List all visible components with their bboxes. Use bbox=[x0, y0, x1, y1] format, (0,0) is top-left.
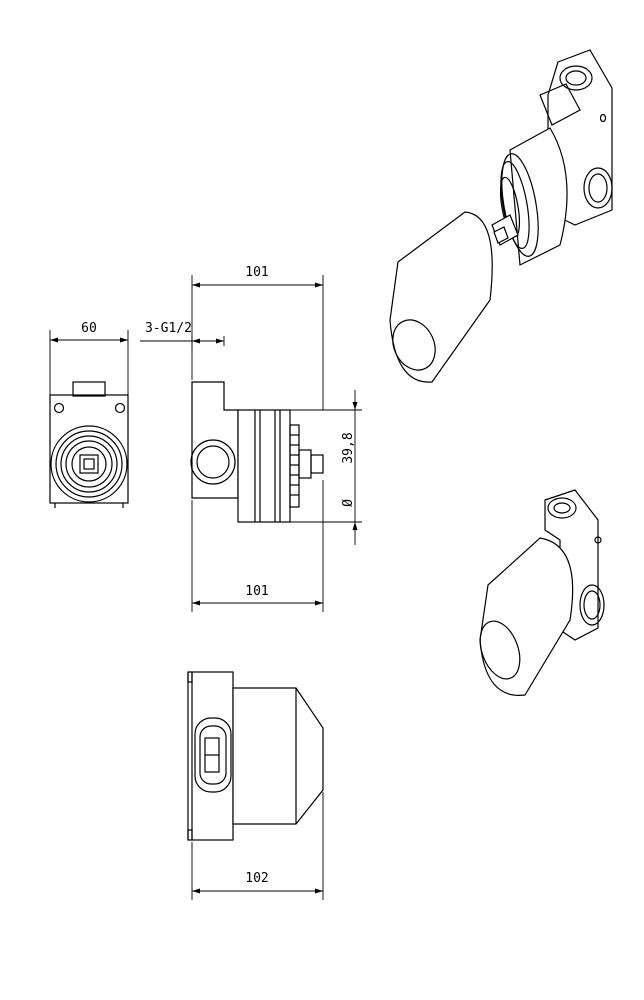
diameter-dimension: Ø 39,8 bbox=[290, 390, 362, 545]
thread-label: 3-G1/2 bbox=[145, 321, 192, 336]
side-bottom-length-label: 101 bbox=[245, 584, 268, 599]
side-view: 101 3-G1/2 bbox=[140, 265, 362, 612]
front-width-label: 60 bbox=[81, 321, 97, 336]
side-bottom-length-dimension: 101 bbox=[191, 480, 324, 612]
front-width-dimension: 60 bbox=[49, 321, 129, 400]
side-top-length-label: 101 bbox=[245, 265, 268, 280]
assembled-isometric-view bbox=[479, 489, 605, 696]
front-view: 60 bbox=[49, 321, 129, 508]
thread-dimension: 3-G1/2 bbox=[140, 321, 225, 346]
diameter-symbol: Ø bbox=[341, 499, 356, 507]
bottom-length-dimension: 102 bbox=[191, 792, 324, 900]
exploded-isometric-view bbox=[389, 49, 613, 383]
bottom-length-label: 102 bbox=[245, 871, 268, 886]
diameter-label: 39,8 bbox=[341, 432, 356, 463]
side-top-length-dimension: 101 bbox=[191, 265, 324, 410]
bottom-view: 102 bbox=[187, 671, 324, 900]
